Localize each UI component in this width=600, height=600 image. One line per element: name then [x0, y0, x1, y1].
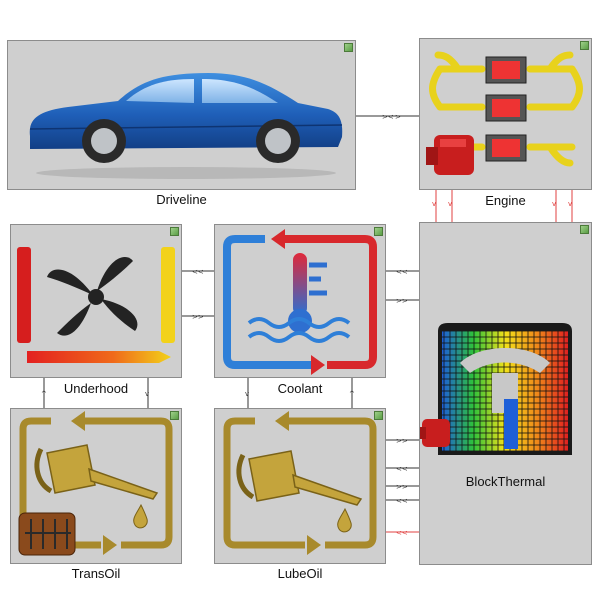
port-marker: v: [145, 390, 149, 398]
port-marker: v: [448, 200, 452, 208]
port-marker: <<: [396, 268, 408, 276]
lubeoil-label: LubeOil: [277, 566, 323, 581]
port-marker: v: [432, 200, 436, 208]
engine-block[interactable]: [419, 38, 592, 190]
port-marker: >>: [192, 313, 204, 321]
port-marker: v: [568, 200, 572, 208]
port-marker: >: [395, 113, 401, 121]
block-menu-icon[interactable]: [580, 225, 589, 234]
radiator-fan-icon: [17, 247, 175, 363]
driveline-block[interactable]: [7, 40, 356, 190]
underhood-block[interactable]: [10, 224, 182, 378]
engine-label: Engine: [485, 193, 526, 208]
car-icon: [29, 73, 343, 179]
engine-block-heatmap-icon: [420, 323, 572, 455]
port-marker: >>: [396, 297, 408, 305]
blockthermal-block[interactable]: [419, 222, 592, 565]
port-marker: ><: [382, 113, 394, 121]
port-marker: <<: [192, 268, 204, 276]
oil-can-icon: [223, 411, 377, 555]
block-menu-icon[interactable]: [374, 227, 383, 236]
block-menu-icon[interactable]: [374, 411, 383, 420]
transoil-label: TransOil: [71, 566, 121, 581]
port-marker: <<: [396, 529, 408, 537]
port-marker: ^: [349, 390, 355, 398]
port-marker: <<: [396, 465, 408, 473]
port-marker: <<: [396, 497, 408, 505]
block-menu-icon[interactable]: [170, 411, 179, 420]
block-menu-icon[interactable]: [344, 43, 353, 52]
block-menu-icon[interactable]: [580, 41, 589, 50]
coolant-block[interactable]: [214, 224, 386, 378]
transoil-block[interactable]: [10, 408, 182, 564]
coolant-label: Coolant: [277, 381, 323, 396]
oil-can-transmission-icon: [18, 411, 173, 556]
port-marker: >>: [396, 483, 408, 491]
coolant-thermometer-icon: [223, 229, 377, 375]
underhood-label: Underhood: [63, 381, 129, 396]
port-marker: v: [552, 200, 556, 208]
driveline-label: Driveline: [156, 192, 207, 207]
blockthermal-label: BlockThermal: [465, 474, 546, 489]
engine-cylinders-icon: [426, 51, 583, 175]
port-marker: ^: [41, 390, 47, 398]
lubeoil-block[interactable]: [214, 408, 386, 564]
port-marker: v: [245, 390, 249, 398]
block-menu-icon[interactable]: [170, 227, 179, 236]
port-marker: >>: [396, 437, 408, 445]
